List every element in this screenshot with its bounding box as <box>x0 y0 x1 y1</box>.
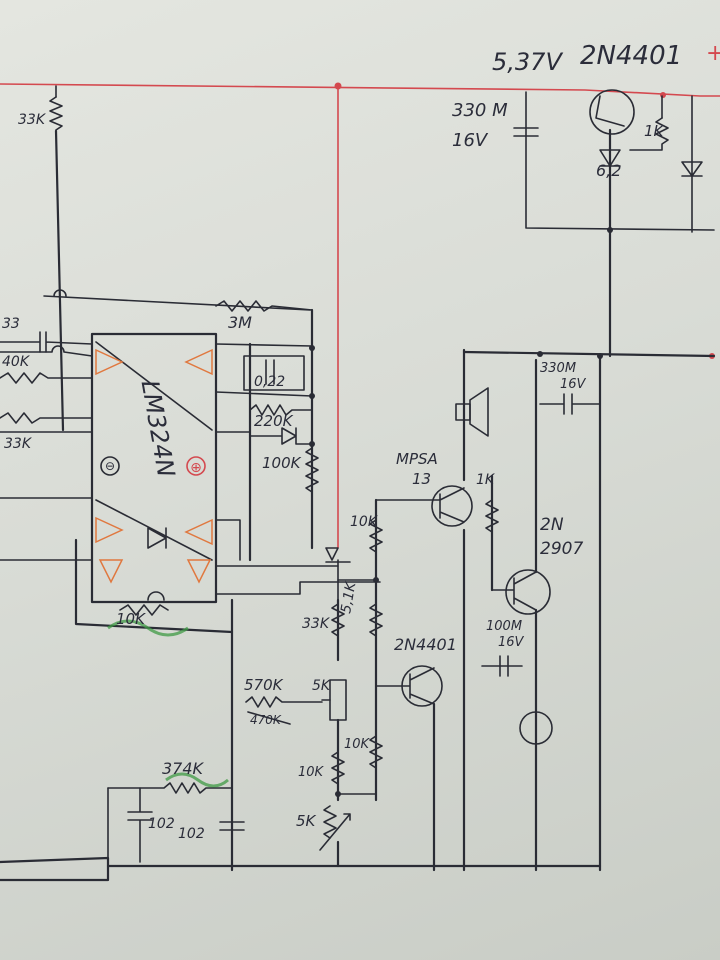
supply-rail <box>0 82 720 548</box>
bias-network <box>245 498 383 868</box>
r-10k-base-label: 10K <box>350 514 379 530</box>
r-10k-a-label: 10K <box>344 737 371 752</box>
driver-transistor-label-2: 13 <box>412 470 431 488</box>
r-feedback-label: 3M <box>228 313 252 332</box>
regulator <box>513 89 715 358</box>
r-570k-label: 570K <box>244 676 284 694</box>
pot-5k-b-label: 5K <box>296 812 317 830</box>
bottom-left-network <box>0 538 602 882</box>
r-reg-label: 1K <box>644 122 665 140</box>
regulator-transistor-label: 2N4401 <box>580 41 682 71</box>
supply-voltage-label: 5,37V <box>492 48 563 76</box>
c-100m-label: 100M <box>486 619 522 634</box>
r-570k-struck-label: 470K <box>250 713 282 727</box>
c-left-label: 33 <box>2 316 20 332</box>
r-1k-col-label: 1K <box>476 472 496 488</box>
driver-transistor-label: MPSA <box>396 450 438 468</box>
c-102-b-label: 102 <box>178 826 205 842</box>
opamp-minus-label: ⊖ <box>105 459 115 473</box>
r-10k-b-label: 10K <box>298 765 325 780</box>
r-51k-label: 5,1K <box>338 579 360 615</box>
pnp-transistor-label-2: 2907 <box>540 539 583 559</box>
r-374k-label: 374K <box>162 759 205 778</box>
speaker-output <box>455 350 716 872</box>
c-feedback-label: 0,22 <box>254 374 285 390</box>
opamp-plus-label: ⊕ <box>190 460 202 476</box>
c-100m-voltage-label: 16V <box>498 635 525 650</box>
labels: 5,37V 2N4401 + 330 M 16V 6,2 1K 33K 33 4… <box>2 41 720 842</box>
input-wiring <box>0 85 311 561</box>
pnp-transistor-label: 2N <box>540 515 564 535</box>
r-220k-label: 220K <box>254 412 294 430</box>
r-33k-mid-label: 33K <box>302 616 331 632</box>
driver-stage <box>375 348 553 872</box>
speaker-cap-voltage-label: 16V <box>560 377 587 392</box>
pot-5k-label: 5K <box>312 678 332 694</box>
opamp-lm324n <box>90 332 218 604</box>
speaker-cap-label: 330M <box>540 361 576 376</box>
bottom-transistor-label: 2N4401 <box>394 635 457 654</box>
r-10k-bottom-label: 10K <box>116 610 146 628</box>
r-left-3-label: 33K <box>4 436 33 452</box>
feedback-network <box>215 300 381 595</box>
r-left-2-label: 40K <box>2 354 31 370</box>
supply-cap-voltage-label: 16V <box>452 130 489 151</box>
supply-cap-label: 330 M <box>452 100 508 121</box>
opamp-label: LM324N <box>136 378 181 479</box>
zener-label: 6,2 <box>596 161 621 180</box>
c-102-a-label: 102 <box>148 816 175 832</box>
r-100k-label: 100K <box>262 454 302 472</box>
supply-plus-label: + <box>706 41 720 66</box>
r-top-left-label: 33K <box>18 112 47 128</box>
